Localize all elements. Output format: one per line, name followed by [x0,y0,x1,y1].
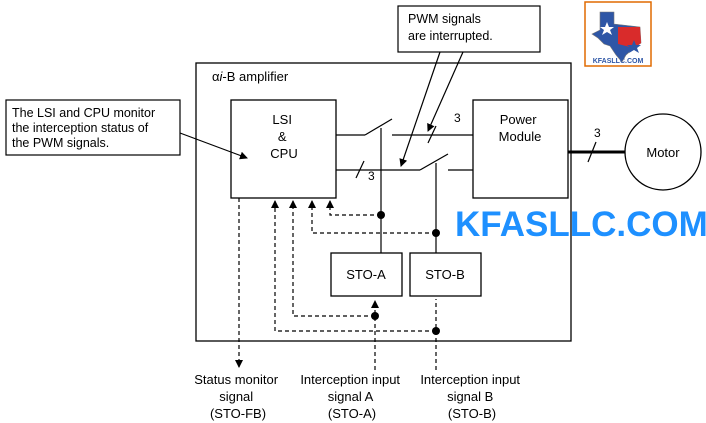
svg-text:Interception input signal: Interception input signal A (STO-A) [300,372,403,421]
motor-bus-slash [587,141,597,163]
input-b-label: (STO-B) [448,406,496,421]
status-monitor-label: signal [219,389,253,404]
input-b-label: signal B [447,389,493,404]
kfasllc-logo: KFASLLC.COM [584,1,652,67]
pwm-note-arrow-lower [399,51,441,167]
lsi-note-line: the PWM signals. [12,136,109,150]
svg-text:Interception input signal: Interception input signal B (STO-B) [420,372,523,421]
lower-bus-count: 3 [368,169,375,183]
lsi-note-line: the interception status of [12,121,149,135]
lsi-cpu-box [230,99,337,199]
lower-switch-blade [419,153,449,171]
input-b-label: Interception input [420,372,520,387]
pwm-note-arrow-upper [427,51,464,132]
input-a-label: Interception input [300,372,400,387]
monitor-line-b-upper [308,200,436,234]
power-label: Power [500,112,538,127]
upper-bus-count: 3 [454,111,461,125]
upper-switch-blade [364,118,393,136]
junction-dot [377,211,385,219]
svg-text:Power Module: Power Module [499,112,542,144]
motor-label: Motor [646,145,680,160]
power-module-box [472,99,569,199]
lower-bus-slash [355,160,365,179]
upper-bus-slash [427,125,437,144]
junction-dot [432,229,440,237]
ampersand-label: & [278,129,287,144]
lsi-note-line: The LSI and CPU monitor [12,106,155,120]
junction-dot [371,312,379,320]
amplifier-label: αi-B amplifier [212,69,289,84]
pwm-note-line: are interrupted. [408,29,493,43]
sto-b-box [409,252,482,297]
status-monitor-label: (STO-FB) [210,406,266,421]
input-a-label: signal A [328,389,374,404]
sto-a-box [330,252,403,297]
module-label: Module [499,129,542,144]
junction-dot [432,327,440,335]
motor-bus-count: 3 [594,126,601,140]
svg-text:Status monitor signal: Status monitor signal (STO-FB) [194,372,281,421]
pwm-note-line: PWM signals [408,12,481,26]
monitor-line-a-upper [326,200,381,216]
cpu-label: CPU [270,146,297,161]
lsi-note-arrow [179,132,248,160]
lsi-label: LSI [272,112,292,127]
sto-a-label: STO-A [346,267,386,282]
svg-text:The LSI and CPU monitor th: The LSI and CPU monitor the interception… [12,106,159,150]
svg-text:LSI & CPU: LSI & CPU [270,112,297,161]
input-a-label: (STO-A) [328,406,376,421]
lsi-note-box [5,99,181,156]
pwm-note-box [397,5,541,53]
logo-text: KFASLLC.COM [593,58,644,65]
sto-b-label: STO-B [425,267,465,282]
svg-text:PWM signals are interrupte: PWM signals are interrupted. [408,12,493,43]
monitor-line-b-lower [271,200,436,332]
amplifier-box [195,62,572,342]
watermark-text: KFASLLC.COM [455,205,706,244]
status-monitor-label: Status monitor [194,372,278,387]
